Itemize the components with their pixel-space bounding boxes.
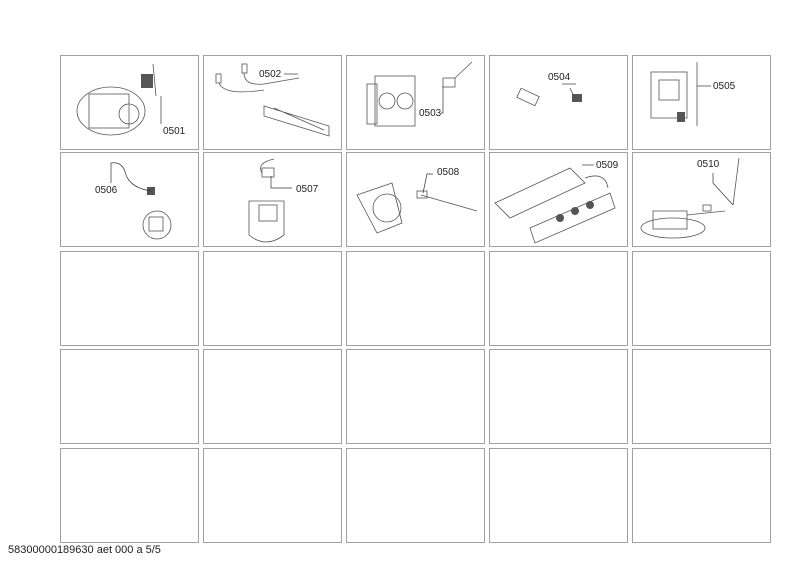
sensor-icon [640, 157, 740, 239]
part-number-label[interactable]: 0508 [437, 167, 460, 178]
empty-cell [203, 349, 342, 444]
empty-cell [632, 448, 771, 543]
empty-cell [632, 349, 771, 444]
empty-cell [60, 448, 199, 543]
part-number-label[interactable]: 0506 [95, 185, 118, 196]
empty-cell [60, 251, 199, 346]
part-number-label[interactable]: 0503 [419, 108, 442, 119]
part-number-label[interactable]: 0509 [596, 160, 619, 171]
pressure-switch-icon [110, 162, 172, 240]
empty-cell [346, 448, 485, 543]
part-cell-0508[interactable]: 0508 [346, 152, 485, 247]
leader-line [422, 173, 433, 194]
part-cell-0501[interactable]: 0501 [60, 55, 199, 150]
part-number-label[interactable]: 0504 [548, 72, 571, 83]
part-cell-0505[interactable]: 0505 [632, 55, 771, 150]
part-number-label[interactable]: 0507 [296, 184, 319, 195]
leader-line [110, 162, 152, 192]
part-cell-0507[interactable]: 0507 [203, 152, 342, 247]
empty-cell [632, 251, 771, 346]
empty-cell [489, 448, 628, 543]
part-number-label[interactable]: 0501 [163, 126, 186, 137]
heating-element-icon [215, 63, 330, 137]
part-number-label[interactable]: 0510 [697, 159, 720, 170]
part-number-label[interactable]: 0505 [713, 81, 736, 92]
empty-cell [346, 251, 485, 346]
empty-cell [203, 448, 342, 543]
part-number-label[interactable]: 0502 [259, 69, 282, 80]
part-cell-0510[interactable]: 0510 [632, 152, 771, 247]
part-cell-0503[interactable]: 0503 [346, 55, 485, 150]
pump-icon [356, 173, 478, 234]
empty-cell [346, 349, 485, 444]
motor-icon [76, 63, 162, 136]
part-cell-0504[interactable]: 0504 [489, 55, 628, 150]
connector-icon [516, 83, 583, 107]
suppressor-icon [248, 158, 292, 243]
part-cell-0509[interactable]: 0509 [489, 152, 628, 247]
part-cell-0502[interactable]: 0502 [203, 55, 342, 150]
empty-cell [489, 251, 628, 346]
empty-cell [489, 349, 628, 444]
leader-line [712, 173, 734, 206]
part-cell-0506[interactable]: 0506 [60, 152, 199, 247]
leader-line [270, 176, 292, 189]
document-id: 58300000189630 aet 000 a 5/5 [8, 544, 161, 556]
control-board-icon [494, 164, 616, 244]
valve-icon [366, 61, 473, 127]
empty-cell [203, 251, 342, 346]
module-icon [650, 62, 711, 126]
empty-cell [60, 349, 199, 444]
